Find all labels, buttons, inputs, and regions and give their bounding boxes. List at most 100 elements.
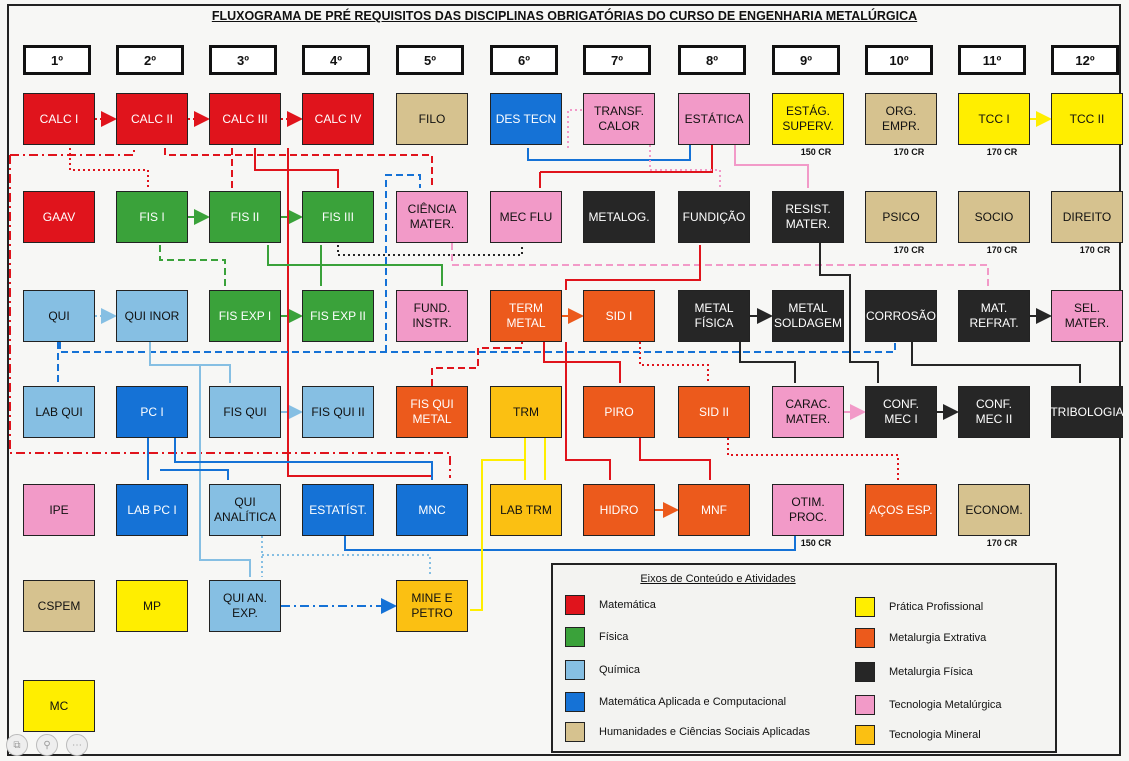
course-label: TERM METAL [506, 301, 546, 330]
course-label: GAAV [42, 209, 76, 224]
course-box-fis2[interactable]: FIS II [209, 191, 281, 243]
course-box-metalog[interactable]: METALOG. [583, 191, 655, 243]
course-box-fisqui[interactable]: FIS QUI [209, 386, 281, 438]
course-box-sid1[interactable]: SID I [583, 290, 655, 342]
legend-label: Física [599, 631, 629, 643]
course-label: MNC [418, 502, 446, 517]
prerequisite-route [734, 145, 809, 188]
course-box-sid2[interactable]: SID II [678, 386, 750, 438]
course-box-calc1[interactable]: CALC I [23, 93, 95, 145]
prerequisite-route [543, 342, 621, 383]
course-box-trm[interactable]: TRM [490, 386, 562, 438]
course-label: ESTATÍST. [309, 502, 367, 517]
course-label: ESTÁTICA [684, 111, 744, 126]
course-box-carac[interactable]: CARAC. MATER. [772, 386, 844, 438]
course-box-labqui[interactable]: LAB QUI [23, 386, 95, 438]
course-box-tribo[interactable]: TRIBOLOGIA [1050, 386, 1124, 438]
prerequisite-route [164, 148, 433, 188]
course-box-estatist[interactable]: ESTATÍST. [302, 484, 374, 536]
course-box-matrefr[interactable]: MAT. REFRAT. [958, 290, 1030, 342]
course-box-quianexp[interactable]: QUI AN. EXP. [209, 580, 281, 632]
course-box-destecn[interactable]: DES TECN [490, 93, 562, 145]
course-label: FUNDIÇÃO [682, 209, 746, 224]
course-label: TRIBOLOGIA [1050, 404, 1124, 419]
course-box-quianal[interactable]: QUI ANALÍTICA [209, 484, 281, 536]
legend-swatch [855, 662, 875, 682]
course-box-term[interactable]: TERM METAL [490, 290, 562, 342]
course-box-confmec1[interactable]: CONF. MEC I [865, 386, 937, 438]
prerequisite-route [385, 174, 421, 352]
legend-swatch [855, 695, 875, 715]
course-box-tcc2[interactable]: TCC II [1051, 93, 1123, 145]
course-box-fisqui2[interactable]: FIS QUI II [302, 386, 374, 438]
course-box-fisexp2[interactable]: FIS EXP II [302, 290, 374, 342]
legend-item: Prática Profissional [855, 597, 983, 617]
course-box-ciencia[interactable]: CIÊNCIA MATER. [396, 191, 468, 243]
course-box-psico[interactable]: PSICO [865, 191, 937, 243]
prerequisite-route [59, 342, 896, 353]
credit-requirement: 150 CR [800, 538, 832, 548]
legend-swatch [565, 627, 585, 647]
course-box-calc3[interactable]: CALC III [209, 93, 281, 145]
course-label: CIÊNCIA MATER. [407, 202, 457, 231]
course-box-fundicao[interactable]: FUNDIÇÃO [678, 191, 750, 243]
course-box-estag[interactable]: ESTÁG. SUPERV. [772, 93, 844, 145]
course-box-econom[interactable]: ECONOM. [958, 484, 1030, 536]
course-label: MP [143, 598, 161, 613]
course-box-mnc[interactable]: MNC [396, 484, 468, 536]
course-label: PSICO [882, 209, 920, 224]
course-box-ipe[interactable]: IPE [23, 484, 95, 536]
zoom-icon[interactable]: ⚲ [36, 734, 58, 756]
more-icon[interactable]: ⋯ [66, 734, 88, 756]
course-box-corrosao[interactable]: CORROSÃO [865, 290, 937, 342]
prerequisite-route [431, 342, 523, 386]
course-box-piro[interactable]: PIRO [583, 386, 655, 438]
course-box-estatica[interactable]: ESTÁTICA [678, 93, 750, 145]
course-box-resist[interactable]: RESIST. MATER. [772, 191, 844, 243]
course-box-selmater[interactable]: SEL. MATER. [1051, 290, 1123, 342]
course-box-fis1[interactable]: FIS I [116, 191, 188, 243]
course-box-calc2[interactable]: CALC II [116, 93, 188, 145]
course-box-mp[interactable]: MP [116, 580, 188, 632]
course-box-fis3[interactable]: FIS III [302, 191, 374, 243]
course-box-labtrm[interactable]: LAB TRM [490, 484, 562, 536]
course-box-gaav[interactable]: GAAV [23, 191, 95, 243]
course-box-confmec2[interactable]: CONF. MEC II [958, 386, 1030, 438]
semester-header: 6º [490, 45, 558, 75]
course-label: CONF. MEC I [883, 397, 919, 426]
course-box-tcc1[interactable]: TCC I [958, 93, 1030, 145]
course-label: METAL SOLDAGEM [773, 301, 842, 330]
course-label: MINE E PETRO [411, 591, 453, 620]
course-box-socio[interactable]: SOCIO [958, 191, 1030, 243]
prerequisite-route [911, 342, 1081, 383]
course-box-labpc1[interactable]: LAB PC I [116, 484, 188, 536]
course-box-mine[interactable]: MINE E PETRO [396, 580, 468, 632]
course-box-fisquimet[interactable]: FIS QUI METAL [396, 386, 468, 438]
course-box-qui[interactable]: QUI [23, 290, 95, 342]
course-box-fisexp1[interactable]: FIS EXP I [209, 290, 281, 342]
course-label: RESIST. MATER. [785, 202, 831, 231]
course-box-mecflu[interactable]: MEC FLU [490, 191, 562, 243]
course-box-fund[interactable]: FUND. INSTR. [396, 290, 468, 342]
course-box-calc4[interactable]: CALC IV [302, 93, 374, 145]
course-box-acos[interactable]: AÇOS ESP. [865, 484, 937, 536]
course-box-metsold[interactable]: METAL SOLDAGEM [772, 290, 844, 342]
course-box-pc1[interactable]: PC I [116, 386, 188, 438]
course-box-direito[interactable]: DIREITO [1051, 191, 1123, 243]
course-box-mnf[interactable]: MNF [678, 484, 750, 536]
course-box-filo[interactable]: FILO [396, 93, 468, 145]
course-box-hidro[interactable]: HIDRO [583, 484, 655, 536]
prerequisite-route [527, 145, 691, 161]
course-box-transf[interactable]: TRANSF. CALOR [583, 93, 655, 145]
course-label: MEC FLU [499, 209, 553, 224]
course-box-quiinor[interactable]: QUI INOR [116, 290, 188, 342]
course-box-mc[interactable]: MC [23, 680, 95, 732]
course-box-org[interactable]: ORG. EMPR. [865, 93, 937, 145]
legend-label: Matemática [599, 599, 656, 611]
course-box-cspem[interactable]: CSPEM [23, 580, 95, 632]
prerequisite-route [567, 109, 583, 148]
course-box-metfis[interactable]: METAL FÍSICA [678, 290, 750, 342]
course-box-otim[interactable]: OTIM. PROC. [772, 484, 844, 536]
prerequisite-route [262, 554, 431, 577]
fullscreen-icon[interactable]: ⧉ [6, 734, 28, 756]
